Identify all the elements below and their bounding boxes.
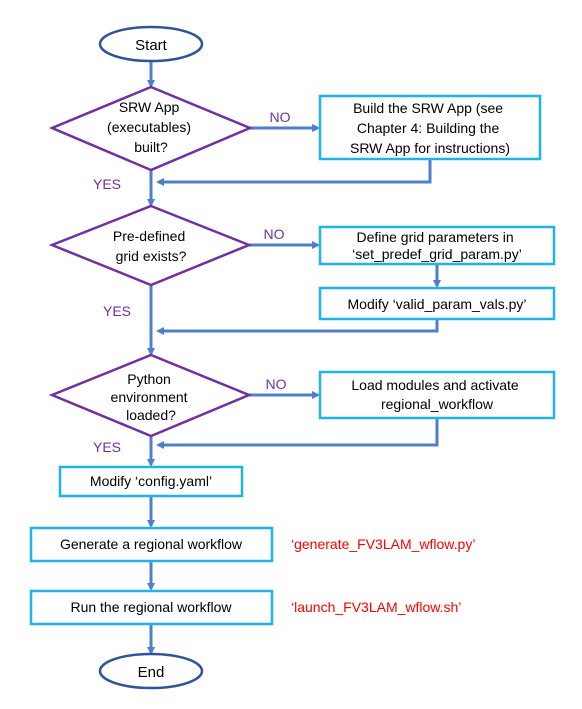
arrow-build-return <box>156 159 432 186</box>
define-grid-line1: Define grid parameters in <box>356 229 513 245</box>
modify-config-label: Modify ‘config.yaml’ <box>90 473 212 489</box>
end-label: End <box>138 664 165 681</box>
start-node: Start <box>98 25 204 63</box>
svg-text:Pre-defined grid exists?: Pre-defined grid exists? <box>113 228 189 264</box>
decision2-no-label: NO <box>264 226 285 242</box>
decision3-line1: Python <box>127 371 171 387</box>
decision3-line3: loaded? <box>126 407 176 423</box>
modify-valid-param-step: Modify ‘valid_param_vals.py’ <box>318 286 556 321</box>
decision1-line2: (executables) <box>107 119 191 135</box>
end-node: End <box>98 652 204 690</box>
decision-python-env-loaded: Python environment loaded? <box>48 353 253 438</box>
decision2-line2: grid exists? <box>116 248 187 264</box>
svg-text:Load modules and activate: Load modules and activate regional_workf… <box>351 377 522 412</box>
define-grid-line2: ‘set_predef_grid_param.py’ <box>352 246 522 262</box>
define-grid-step: Define grid parameters in ‘set_predef_gr… <box>318 225 556 266</box>
arrow-load-modules-return <box>156 418 439 449</box>
load-modules-step: Load modules and activate regional_workf… <box>318 370 556 420</box>
decision1-line1: SRW App <box>119 99 180 115</box>
decision2-yes-label: YES <box>103 303 131 319</box>
build-line3: SRW App for instructions) <box>350 140 510 156</box>
svg-text:Build the SRW App (see C: Build the SRW App (see Chapter 4: Buildi… <box>350 100 510 156</box>
decision3-no-label: NO <box>266 376 287 392</box>
build-srw-app-step: Build the SRW App (see Chapter 4: Buildi… <box>318 94 542 161</box>
modify-valid-line1: Modify ‘valid_param_vals.py’ <box>348 296 527 312</box>
decision2-line1: Pre-defined <box>113 228 185 244</box>
decision-grid-exists: Pre-defined grid exists? <box>48 204 253 287</box>
load-modules-line2: regional_workflow <box>381 396 494 412</box>
run-script-note: ‘launch_FV3LAM_wflow.sh’ <box>291 599 461 615</box>
build-line1: Build the SRW App (see <box>353 100 503 116</box>
decision3-yes-label: YES <box>93 439 121 455</box>
start-label: Start <box>135 37 168 54</box>
generate-script-note: ‘generate_FV3LAM_wflow.py’ <box>291 536 475 552</box>
decision3-line2: environment <box>111 389 188 405</box>
decision1-no-label: NO <box>270 109 291 125</box>
decision1-line3: built? <box>134 139 168 155</box>
svg-text:Define grid parameters in: Define grid parameters in ‘set_predef_gr… <box>352 229 522 262</box>
generate-workflow-label: Generate a regional workflow <box>60 536 243 552</box>
modify-config-step: Modify ‘config.yaml’ <box>58 465 244 498</box>
generate-workflow-step: Generate a regional workflow <box>29 526 274 563</box>
svg-text:SRW App (executables): SRW App (executables) built? <box>107 99 195 155</box>
run-workflow-step: Run the regional workflow <box>29 589 274 626</box>
arrow-modify-valid-return <box>156 319 439 335</box>
decision-srw-app-built: SRW App (executables) built? <box>48 85 254 172</box>
run-workflow-label: Run the regional workflow <box>70 599 232 615</box>
svg-text:Python environment: Python environment loaded? <box>111 371 192 423</box>
build-line2: Chapter 4: Building the <box>357 120 500 136</box>
decision1-yes-label: YES <box>93 176 121 192</box>
load-modules-line1: Load modules and activate <box>351 377 519 393</box>
